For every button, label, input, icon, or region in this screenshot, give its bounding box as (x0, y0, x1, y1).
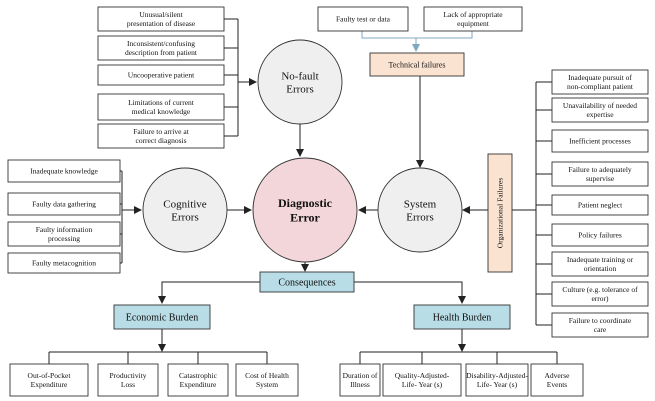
no-fault-item-4 (97, 123, 225, 149)
economic-burden-box-label: Economic Burden (126, 313, 198, 324)
consequences-box (259, 271, 355, 293)
technical-item-0 (317, 6, 409, 32)
technical-item-0-label: Faulty test or data (336, 15, 391, 24)
no-fault-item-0 (97, 6, 225, 32)
technical-bracket (361, 31, 473, 39)
economic-item-3 (235, 363, 299, 397)
no-fault-item-2 (97, 64, 225, 86)
org-item-5 (551, 223, 649, 247)
org-item-5-label: Policy failures (578, 231, 622, 240)
org-item-2 (551, 129, 649, 153)
health-item-0 (339, 363, 381, 397)
diagnostic-error-circle (252, 157, 358, 263)
cognitive-errors-circle (142, 167, 228, 253)
cognitive-item-0-label: Inadequate knowledge (30, 167, 98, 176)
health-burden-box (413, 304, 511, 330)
economic-burden-box (113, 304, 211, 330)
org-item-2-label: Inefficient processes (569, 137, 631, 146)
no-fault-errors-circle (257, 39, 343, 125)
health-item-1-label: Quality-Adjusted-Life- Year (s) (395, 371, 450, 389)
cognitive-item-0 (7, 159, 121, 183)
economic-item-0 (9, 363, 89, 397)
no-fault-item-2-label: Uncooperative patient (128, 71, 195, 80)
arrow-consequences-to-health (354, 281, 466, 304)
org-item-3 (551, 161, 649, 187)
health-item-2 (465, 363, 529, 397)
health-item-1 (382, 363, 462, 397)
technical-failures-box-label: Technical failures (389, 60, 446, 69)
org-item-7 (551, 281, 649, 307)
org-item-4-label: Patient neglect (578, 201, 623, 210)
cognitive-item-3-label: Faulty metacognition (32, 259, 96, 268)
health-burden-box-label: Health Burden (433, 313, 492, 324)
economic-item-1 (97, 363, 159, 397)
cognitive-item-2 (7, 221, 121, 247)
technical-item-1 (423, 6, 523, 32)
consequences-box-label: Consequences (278, 278, 335, 289)
organizational-failures-box (487, 153, 513, 273)
no-fault-item-1 (97, 35, 225, 61)
economic-item-2 (167, 363, 229, 397)
org-item-6 (551, 251, 649, 277)
arrow-consequences-to-economic (158, 281, 260, 304)
health-item-3 (530, 363, 584, 397)
org-item-0 (551, 69, 649, 95)
cognitive-item-1 (7, 192, 121, 216)
cognitive-item-3 (7, 252, 121, 274)
cognitive-item-1-label: Faulty data gathering (32, 200, 96, 209)
org-item-4 (551, 194, 649, 216)
organizational-failures-label: Organizational Failures (496, 178, 505, 249)
system-errors-circle (377, 167, 463, 253)
no-fault-item-3 (97, 93, 225, 121)
org-item-8 (551, 312, 649, 338)
health-item-2-label: Disability-Adjusted-Life- Year (s) (466, 371, 528, 389)
technical-failures-box (369, 52, 465, 77)
org-item-1 (551, 97, 649, 123)
